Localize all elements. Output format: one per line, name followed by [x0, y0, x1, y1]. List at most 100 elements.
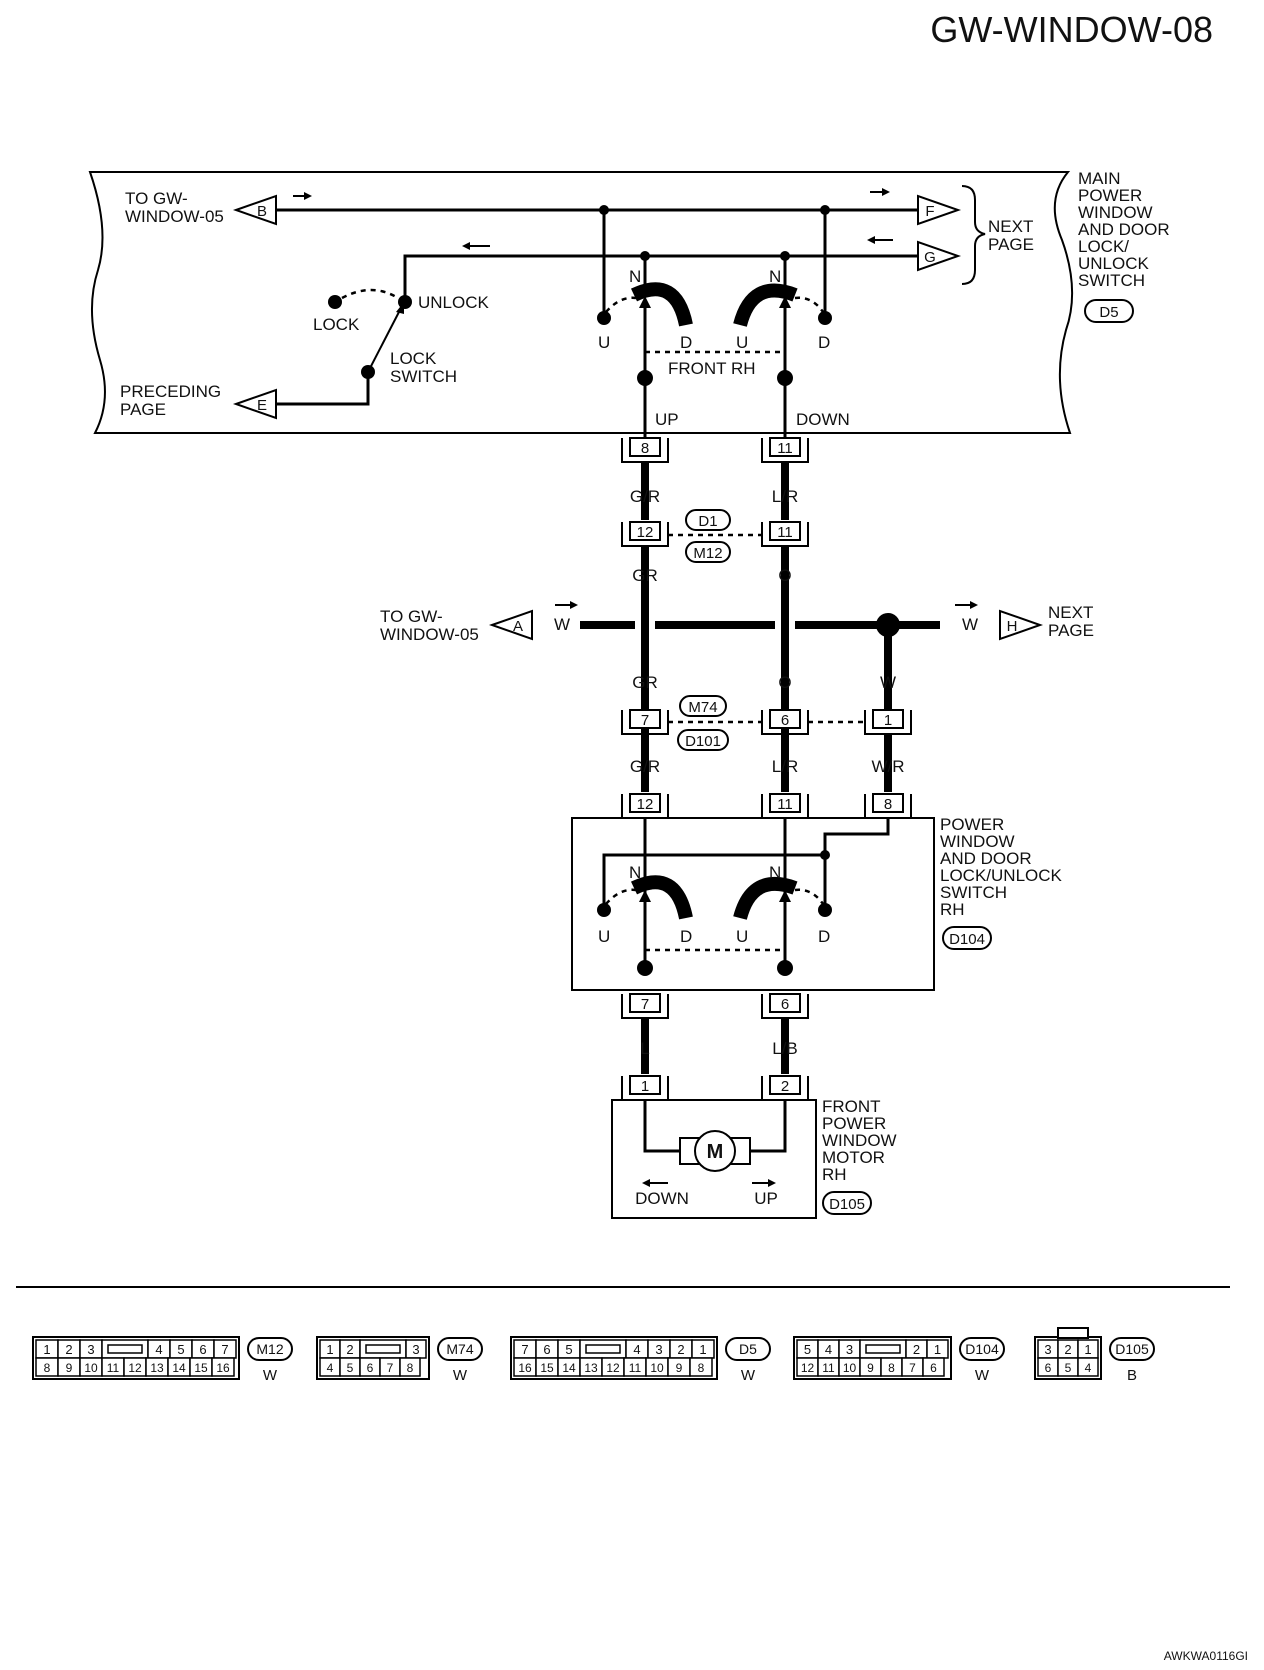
connector-id: M74: [446, 1341, 473, 1357]
connector-b: B: [257, 203, 267, 220]
pin-number: 15: [194, 1361, 208, 1375]
pin-number: 9: [66, 1361, 73, 1375]
figure-code: AWKWA0116GI: [1164, 1649, 1248, 1663]
front-rh-label: FRONT RH: [668, 359, 756, 378]
pin-number: 8: [888, 1361, 895, 1375]
pin-number: 11: [629, 1361, 642, 1375]
wire-l-r-2: L/R: [772, 757, 798, 776]
pin-number: 4: [1085, 1361, 1092, 1375]
pin-number: 3: [846, 1342, 853, 1357]
svg-text:NEXT: NEXT: [1048, 603, 1093, 622]
pin-number: 5: [177, 1342, 184, 1357]
svg-text:12: 12: [637, 524, 654, 541]
motor-label: FRONT POWER WINDOW MOTOR RH D105: [822, 1097, 897, 1215]
pin-number: 11: [107, 1361, 120, 1375]
lock-label: LOCK: [313, 315, 360, 334]
front-rh-switch-up: [597, 210, 693, 440]
pin-number: 4: [155, 1342, 162, 1357]
rh-switch-top-terminals: 12 11 8: [621, 793, 912, 819]
pin-number: 11: [822, 1361, 835, 1375]
svg-text:PAGE: PAGE: [120, 400, 166, 419]
svg-text:NEXT: NEXT: [988, 217, 1033, 236]
pin-number: 6: [367, 1361, 374, 1375]
connector-id: D5: [739, 1341, 757, 1357]
pin-number: 6: [199, 1342, 206, 1357]
svg-text:12: 12: [637, 796, 654, 813]
pin-number: 2: [65, 1342, 72, 1357]
page-title: GW-WINDOW-08: [930, 9, 1213, 50]
next-page-brace: [961, 185, 986, 285]
junction-d1-m12: 12 11 D1 M12: [621, 509, 809, 563]
svg-text:PAGE: PAGE: [1048, 621, 1094, 640]
pin-number: 9: [676, 1361, 683, 1375]
connector-lock-tab: [585, 1344, 621, 1354]
wire-gr-r-2: G/R: [630, 757, 660, 776]
pin-number: 14: [172, 1361, 186, 1375]
wire-l-r-1: L/R: [772, 487, 798, 506]
svg-text:WINDOW: WINDOW: [822, 1131, 897, 1150]
svg-text:POWER: POWER: [940, 815, 1004, 834]
connector-f: F: [925, 203, 934, 220]
pin-number: 2: [913, 1342, 920, 1357]
pin-number: 7: [387, 1361, 394, 1375]
connector-h: H: [1007, 618, 1018, 635]
connector-lock-tab: [865, 1344, 901, 1354]
wire-w-2: W: [880, 673, 896, 692]
pin-number: 6: [930, 1361, 937, 1375]
pin-number: 4: [327, 1361, 334, 1375]
main-switch-box: [88, 171, 1074, 434]
wire-o-2: O: [778, 673, 791, 692]
pin-number: 3: [87, 1342, 94, 1357]
svg-text:MOTOR: MOTOR: [822, 1148, 885, 1167]
pin-number: 12: [606, 1361, 620, 1375]
lock-switch: E: [232, 288, 412, 420]
wire-l: L: [640, 1039, 649, 1058]
svg-text:N: N: [769, 267, 781, 286]
wire-gr-2: GR: [632, 673, 658, 692]
up-label: UP: [655, 410, 679, 429]
connector-color: W: [741, 1367, 756, 1384]
junction-m74-d101: 7 6 1 M74 D101: [621, 690, 912, 751]
svg-text:WINDOW: WINDOW: [1078, 203, 1153, 222]
pin-number: 7: [521, 1342, 528, 1357]
pin-number: 6: [543, 1342, 550, 1357]
svg-text:PAGE: PAGE: [988, 235, 1034, 254]
svg-text:LOCK/: LOCK/: [1078, 237, 1129, 256]
connector-lock-tab: [107, 1344, 143, 1354]
connector-id: M12: [256, 1341, 283, 1357]
connector-color: W: [263, 1367, 278, 1384]
svg-text:RH: RH: [822, 1165, 847, 1184]
to-gw-label-2: WINDOW-05: [125, 207, 224, 226]
wire-w-left: W: [554, 615, 570, 634]
wire-b-to-f: B F: [232, 188, 962, 226]
svg-text:D1: D1: [698, 513, 717, 530]
svg-text:FRONT: FRONT: [822, 1097, 881, 1116]
svg-text:WINDOW-05: WINDOW-05: [380, 625, 479, 644]
motor-symbol: M: [642, 1100, 787, 1187]
pin-number: 2: [677, 1342, 684, 1357]
svg-text:D: D: [818, 333, 830, 352]
svg-text:8: 8: [641, 440, 649, 457]
wire-w-r: W/R: [871, 757, 904, 776]
pin-number: 1: [1084, 1342, 1091, 1357]
pin-number: 2: [346, 1342, 353, 1357]
wire-w-right: W: [962, 615, 978, 634]
svg-text:RH: RH: [940, 900, 965, 919]
svg-text:LOCK: LOCK: [390, 349, 437, 368]
pin-number: 5: [347, 1361, 354, 1375]
svg-text:U: U: [736, 333, 748, 352]
branch-w-line: A H: [488, 601, 1044, 690]
svg-text:D: D: [818, 927, 830, 946]
connector-a: A: [513, 618, 523, 635]
connector-g: G: [924, 249, 936, 266]
wire-gr-1: GR: [632, 566, 658, 585]
svg-text:11: 11: [777, 440, 793, 457]
pin-number: 8: [698, 1361, 705, 1375]
svg-text:MAIN: MAIN: [1078, 169, 1121, 188]
svg-text:LOCK/UNLOCK: LOCK/UNLOCK: [940, 866, 1063, 885]
pin-number: 1: [699, 1342, 706, 1357]
